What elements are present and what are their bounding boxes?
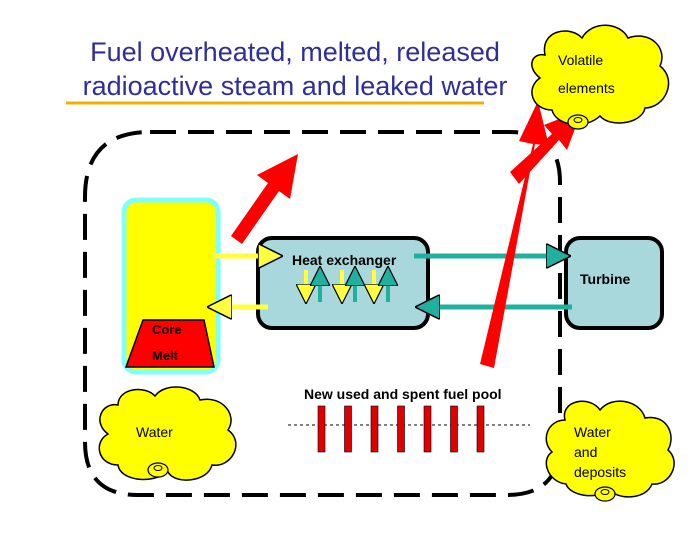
turbine-box — [564, 236, 664, 330]
fuel-pool-rods — [317, 405, 485, 453]
page-title-line-1: Fuel overheated, melted, released — [90, 37, 500, 67]
fuel-rod — [450, 405, 458, 453]
cloud-water — [98, 386, 237, 481]
water-deposits-label-1: Water — [574, 424, 611, 440]
page-title-line-2: radioactive steam and leaked water — [82, 71, 508, 101]
fuel-rod — [423, 405, 432, 453]
volatile-label: Volatile — [558, 52, 604, 68]
water-label: Water — [136, 424, 173, 440]
release-arrow-volatile — [510, 110, 582, 184]
water-deposits-label-2: and — [574, 444, 598, 460]
fuel-rod — [397, 405, 405, 453]
fuel-rod — [476, 405, 485, 453]
cloud-water-deposits — [545, 400, 675, 502]
core-label: Core — [152, 322, 182, 337]
heat-exchanger-flow-arrows — [306, 270, 388, 302]
turbine-label: Turbine — [580, 271, 631, 287]
elements-label: elements — [558, 80, 615, 96]
water-deposits-label-3: deposits — [574, 464, 627, 480]
release-arrow-pool — [480, 101, 549, 368]
core-melt — [124, 319, 215, 368]
fuel-rod — [344, 405, 352, 453]
melt-label: Melt — [152, 348, 178, 363]
fuel-rod — [370, 405, 379, 453]
containment-boundary — [83, 130, 562, 497]
heat-exchanger-label: Heat exchanger — [292, 252, 397, 268]
cloud-volatile-elements — [531, 24, 670, 130]
fuel-pool-label: New used and spent fuel pool — [304, 386, 502, 402]
release-arrow-core — [231, 154, 298, 244]
fuel-rod — [317, 405, 326, 453]
